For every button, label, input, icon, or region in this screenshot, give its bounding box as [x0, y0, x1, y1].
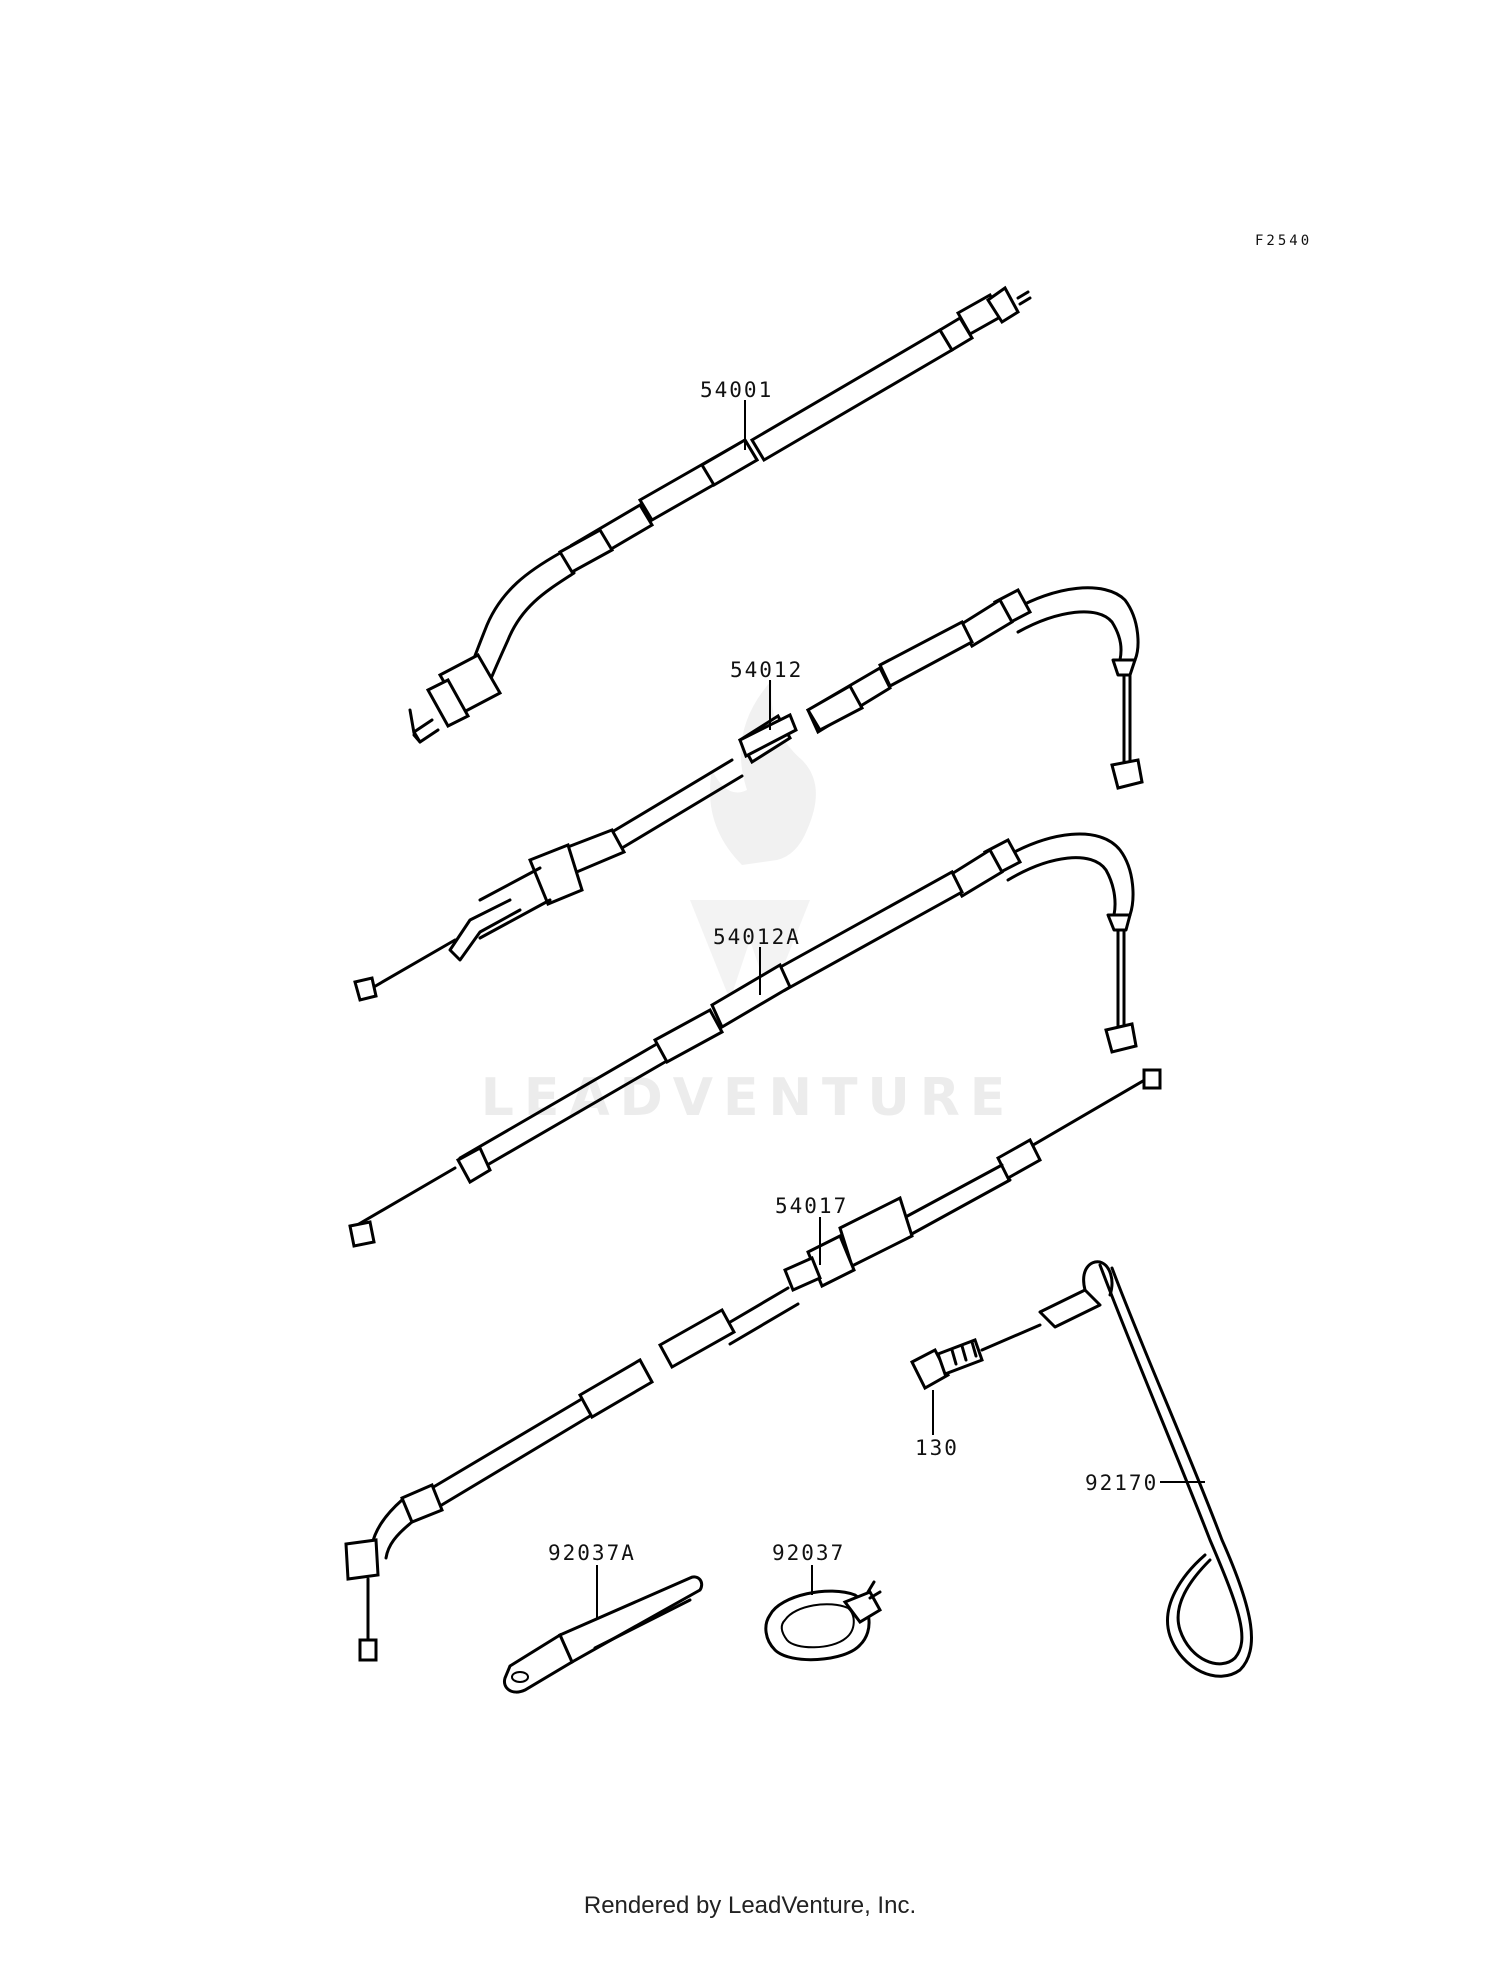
label-54012: 54012	[730, 658, 803, 682]
label-54017: 54017	[775, 1194, 848, 1218]
label-130: 130	[915, 1436, 959, 1460]
label-54001: 54001	[700, 378, 773, 402]
figure-code: F2540	[1255, 233, 1312, 249]
label-92037: 92037	[772, 1541, 845, 1565]
part-54001-cable[interactable]	[408, 285, 1032, 744]
part-130-bolt[interactable]	[909, 1323, 1042, 1391]
part-92170-holder[interactable]	[1038, 1260, 1254, 1678]
label-92037A: 92037A	[548, 1541, 636, 1565]
label-54012A: 54012A	[713, 925, 801, 949]
label-92170: 92170	[1085, 1471, 1158, 1495]
part-92037A-band[interactable]	[502, 1575, 704, 1694]
part-54012A-cable[interactable]	[348, 832, 1138, 1248]
part-54012-cable[interactable]	[353, 586, 1144, 1002]
footer-credit: Rendered by LeadVenture, Inc.	[583, 1892, 917, 1919]
part-92037-clamp[interactable]	[764, 1580, 883, 1662]
